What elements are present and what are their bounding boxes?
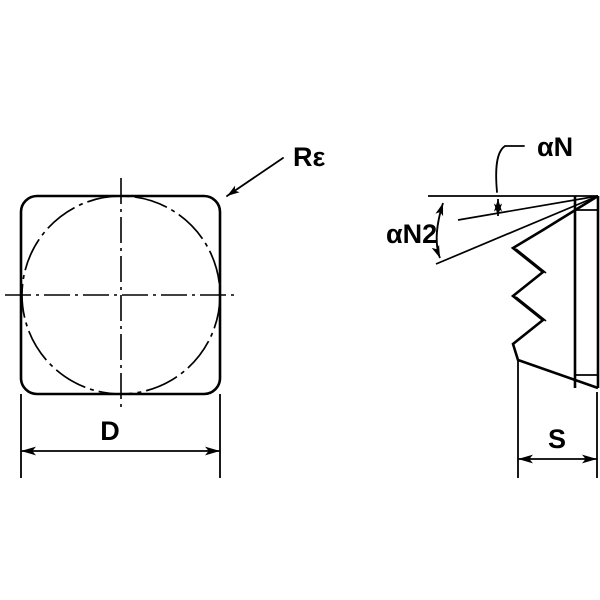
secondary-clearance-reference-line (435, 195, 599, 265)
serration-notch-upper (515, 248, 547, 274)
corner-radius-label: Rε (293, 142, 325, 172)
serrated-profile-edge (510, 194, 599, 390)
s-dimension-label: S (548, 424, 566, 454)
side-view-group: αN αN2 S (386, 132, 600, 478)
top-view-group: Rε D (5, 142, 325, 478)
primary-angle-leader (495, 145, 525, 193)
insert-square-outline (19, 194, 222, 396)
secondary-angle-arc (431, 202, 444, 259)
d-dimension-label: D (100, 416, 120, 446)
secondary-angle-label: αN2 (386, 219, 437, 249)
corner-radius-leader (226, 157, 284, 197)
primary-angle-label: αN (537, 132, 573, 162)
serration-notch-lower (515, 296, 547, 322)
